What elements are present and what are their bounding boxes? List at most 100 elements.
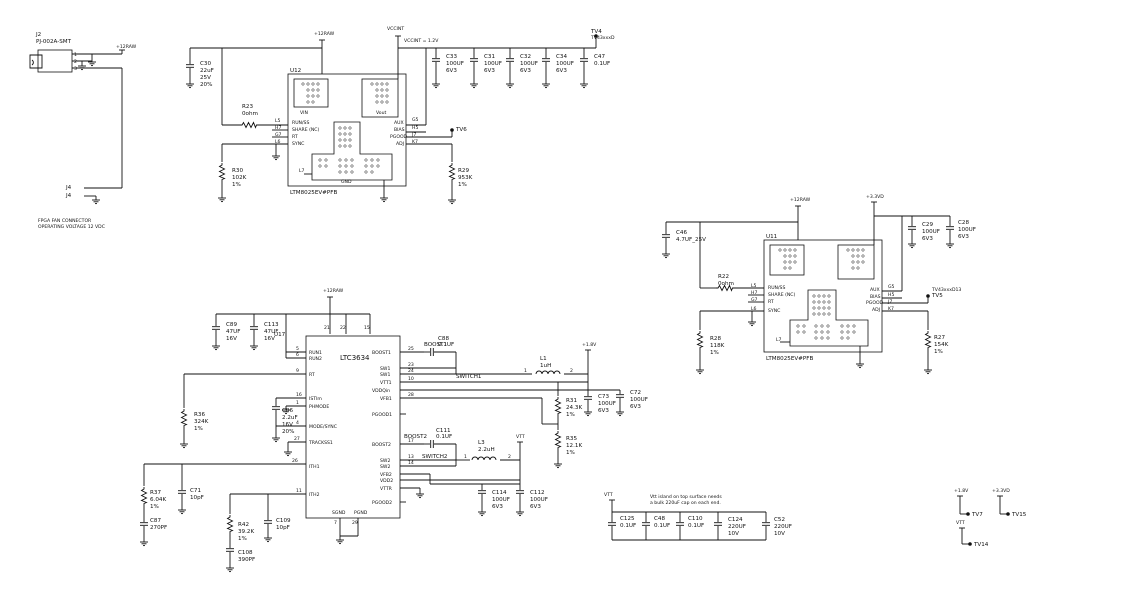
j2-pin1: 1 <box>74 52 77 58</box>
u17-pin-vdd2: VDD2 <box>380 478 393 484</box>
c125-value: 0.1UF <box>620 523 636 529</box>
r27-tol: 1% <box>934 349 943 355</box>
c47-ref: C47 <box>594 54 605 60</box>
u17-pin-ith2: ITH2 <box>309 492 320 498</box>
vtt-note-line2: a bulk 220uF cap on each end. <box>650 500 721 506</box>
r36-tol: 1% <box>194 426 203 432</box>
u17-bottom-pgnd: PGND <box>354 510 368 516</box>
u12-pin-h7: H7 <box>275 125 281 131</box>
u17-pin-vfb1: VFB1 <box>380 396 392 402</box>
c28-volt: 6V3 <box>958 234 969 240</box>
u17-pinnum-boost1: 25 <box>408 346 414 352</box>
u17-pin-sw2a: SW2 <box>380 458 390 464</box>
c113-ref: C113 <box>264 322 279 328</box>
c29-volt: 6V3 <box>922 236 933 242</box>
u12-vin-label: VIN <box>300 110 308 116</box>
c34-value: 100UF <box>556 61 574 67</box>
u17-pin7: 7 <box>334 520 337 526</box>
u17-pin-boost1: BOOST1 <box>372 350 391 356</box>
u11-name: LTM8025EV#PFB <box>766 356 813 362</box>
c71-value: 10pF <box>190 495 204 501</box>
c29-ref: C29 <box>922 222 933 228</box>
c72-volt: 6V3 <box>630 404 641 410</box>
u17-pin-vtt1: VTT1 <box>380 380 392 386</box>
c86-ref: C86 <box>282 408 293 414</box>
regulator-u11: +12RAW C46 4.7UF_25V R22 0ohm R28 118K 1… <box>661 194 976 375</box>
c125-ref: C125 <box>620 516 635 522</box>
u12-pin-share: SHARE (NC) <box>292 127 320 133</box>
r35-ref: R35 <box>566 436 577 442</box>
u17-pinnum-vfb1: 28 <box>408 392 414 398</box>
tv7-rail-label: +1.8V <box>954 488 969 494</box>
r28-ref: R28 <box>710 336 721 342</box>
j2-part: PJ-002A-SMT <box>36 39 72 45</box>
r23-ref: R23 <box>242 104 253 110</box>
c31-volt: 6V3 <box>484 68 495 74</box>
c124-value: 220UF <box>728 524 746 530</box>
u17-pin-run1: RUN1 <box>309 350 322 356</box>
u17-pin29: 29 <box>352 520 358 526</box>
c111-ref: C111 <box>436 428 451 434</box>
u12-pin-l6: L6 <box>275 139 281 145</box>
u12-pin-g5: G5 <box>412 117 419 123</box>
c114-ref: C114 <box>492 490 507 496</box>
r30-ref: R30 <box>232 168 243 174</box>
u11-pin-aux: AUX <box>870 287 880 293</box>
c112-value: 100UF <box>530 497 548 503</box>
vccint-cap-bank: C33 100UF 6V3 C31 100UF 6V3 C32 100UF 6V… <box>431 48 610 89</box>
u17-pin-pgood1: PGOOD1 <box>372 412 392 418</box>
vtt-note-line1: Vtt island on top surface needs <box>650 494 722 500</box>
r30-tol: 1% <box>232 182 241 188</box>
u17-pinnum-istim: 16 <box>296 392 302 398</box>
u17-pin-run2: RUN2 <box>309 356 322 362</box>
r28-tol: 1% <box>710 350 719 356</box>
u12-pin-aux: AUX <box>394 120 404 126</box>
fan-connector-j2: J2 PJ-002A-SMT 1 2 3 +12RAW J4 J4 FPGA F… <box>29 32 137 230</box>
j4-label-a: J4 <box>65 185 72 191</box>
u11-pin-k7: K7 <box>888 306 894 312</box>
u12-pin-h5: H5 <box>412 125 418 131</box>
l1-ref: L1 <box>540 356 547 362</box>
u17-pin-vddqin: VDDQin <box>372 388 390 394</box>
r29-value: 953K <box>458 175 473 181</box>
tv14-rail-label: VTT <box>956 520 965 526</box>
c108-value: 390PF <box>238 557 255 563</box>
r36-value: 324K <box>194 419 209 425</box>
u12-gnd-label: GND <box>341 179 352 185</box>
r35-tol: 1% <box>566 450 575 456</box>
switch1-net: SWITCH1 <box>456 374 482 380</box>
u12-rail-label: +12RAW <box>314 31 335 37</box>
c48-value: 0.1UF <box>654 523 670 529</box>
u17-1v8-label: +1.8V <box>582 342 597 348</box>
tv5-label: TV5 <box>931 293 943 299</box>
u17-pinnum-run2: 6 <box>296 352 299 358</box>
r35-value: 12.1K <box>566 443 582 449</box>
u12-pin-bias: BIAS <box>394 127 405 133</box>
c114-value: 100UF <box>492 497 510 503</box>
u17-pin21: 21 <box>324 325 330 331</box>
c48-ref: C48 <box>654 516 665 522</box>
vtt-cap-bank: VTT Vtt island on top surface needs a bu… <box>604 492 792 541</box>
c111-value: 0.1UF <box>436 434 452 440</box>
u11-pin-bias: BIAS <box>870 294 881 300</box>
vccint-rail-label: VCCINT <box>387 26 404 32</box>
c109-ref: C109 <box>276 518 291 524</box>
u17-pinnum-trackss1: 27 <box>294 436 300 442</box>
u17-pinnum-ith1: 26 <box>292 458 298 464</box>
c86-tol: 20% <box>282 429 294 435</box>
tv15-label: TV15 <box>1011 512 1027 518</box>
r31-tol: 1% <box>566 412 575 418</box>
c33-value: 100UF <box>446 61 464 67</box>
c52-value: 220UF <box>774 524 792 530</box>
c52-ref: C52 <box>774 517 785 523</box>
j2-pin2: 2 <box>74 59 77 65</box>
ltc3634-u17: +12RAW 21 22 15 Vin1 Vin2 Vdd C89 47UF 1… <box>139 288 648 573</box>
r37-tol: 1% <box>150 504 159 510</box>
r29-ref: R29 <box>458 168 469 174</box>
c30-ref: C30 <box>200 61 211 67</box>
c113-volt: 16V <box>264 336 275 342</box>
c73-volt: 6V3 <box>598 408 609 414</box>
r27-value: 154K <box>934 342 949 348</box>
c30-value: 22uF <box>200 68 214 74</box>
